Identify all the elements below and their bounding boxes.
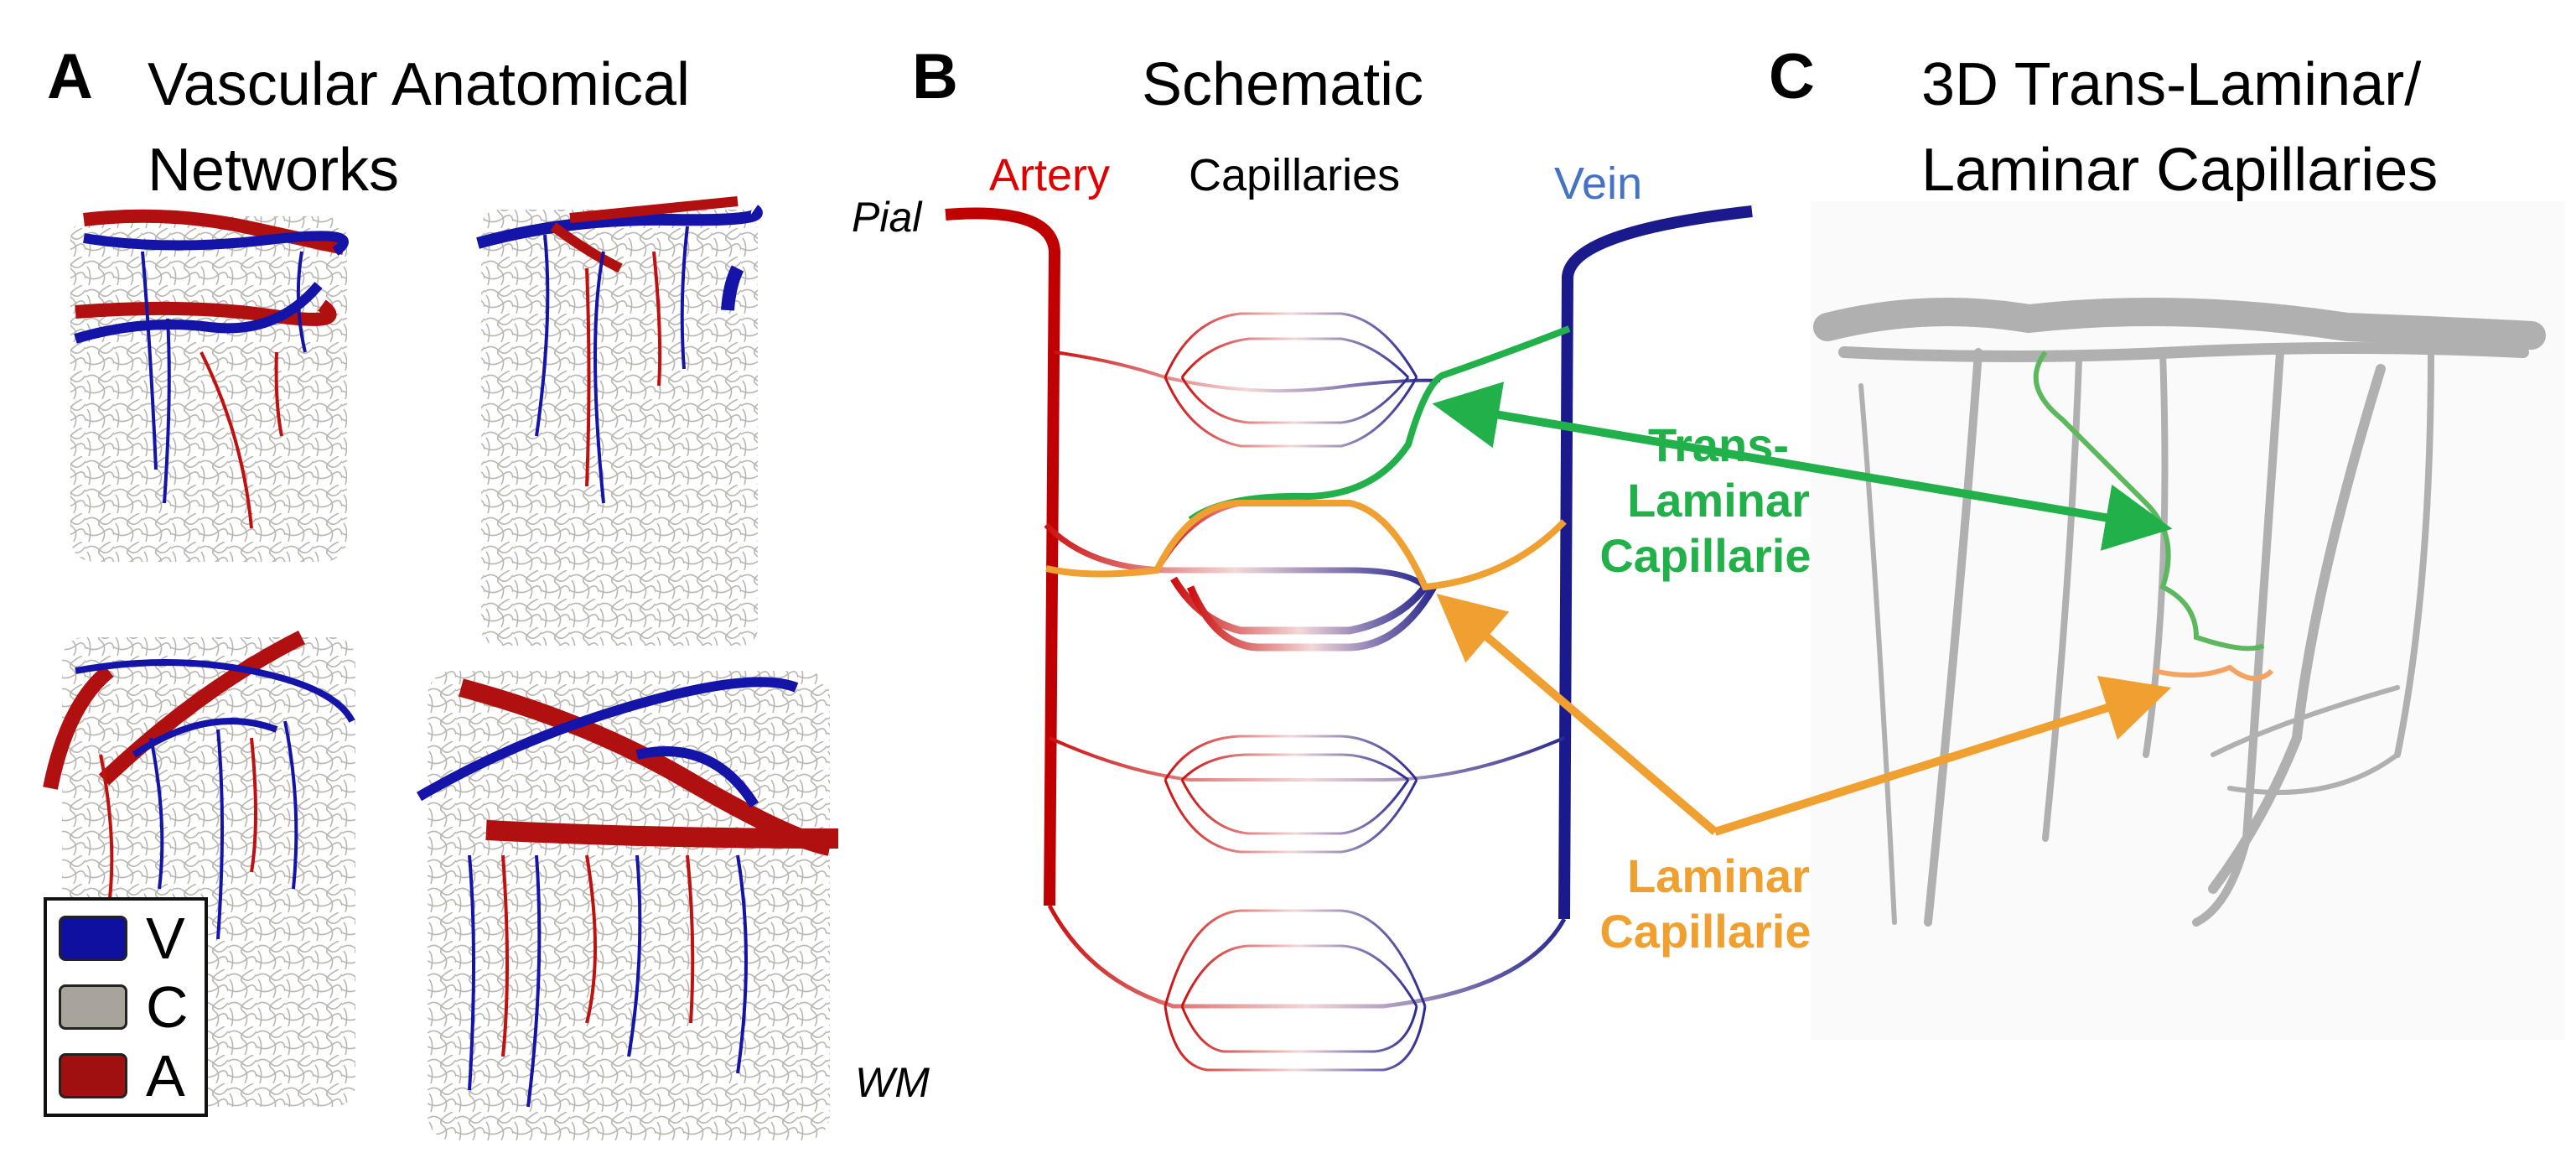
legend-code-artery: A xyxy=(146,1043,185,1109)
laminar-line2: Capillaries xyxy=(1599,905,1837,958)
panel-a-letter: A xyxy=(47,41,93,112)
vein-vessel xyxy=(1558,205,1753,920)
laminar-path-3d xyxy=(2154,664,2274,681)
vascular-legend: V C A xyxy=(44,897,208,1117)
wm-label: WM xyxy=(855,1059,930,1106)
panel-a-title-line2: Networks xyxy=(148,137,400,204)
legend-row-vein: V xyxy=(59,906,201,971)
vein-label: Vein xyxy=(1554,158,1643,209)
artery-label: Artery xyxy=(989,150,1111,200)
artery-vessel xyxy=(945,207,1061,906)
vascular-block-bottom-right xyxy=(416,671,839,1140)
panel-a-title-line1: Vascular Anatomical xyxy=(148,51,690,118)
capillary-level-4 xyxy=(1047,904,1567,1072)
legend-row-capillary: C xyxy=(59,974,201,1040)
capillary-level-3 xyxy=(1049,735,1565,854)
legend-code-capillary: C xyxy=(146,974,189,1040)
laminar-path-schematic xyxy=(1045,500,1567,591)
legend-swatch-vein xyxy=(59,916,127,961)
legend-code-vein: V xyxy=(146,906,185,971)
legend-row-artery: A xyxy=(59,1043,201,1109)
panel-b-letter: B xyxy=(912,41,958,112)
laminar-arrow-to-3d xyxy=(1713,675,2172,836)
laminar-line1: Laminar xyxy=(1627,849,1810,902)
capillary-level-1 xyxy=(1054,312,1441,448)
panel-c-title-line1: 3D Trans-Laminar/ xyxy=(1921,51,2422,118)
vascular-block-top-right xyxy=(476,196,763,646)
pial-label: Pial xyxy=(852,194,922,241)
laminar-arrow-to-schematic xyxy=(1436,594,1718,835)
panel-c-letter: C xyxy=(1769,41,1815,112)
vascular-block-top-left xyxy=(70,209,349,562)
trans-laminar-arrow xyxy=(1432,382,2173,551)
legend-swatch-artery xyxy=(59,1053,127,1098)
trans-laminar-path-schematic xyxy=(1188,325,1571,523)
legend-swatch-capillary xyxy=(59,984,127,1030)
panel-c-title-line2: Laminar Capillaries xyxy=(1921,137,2439,204)
laminar-label: Laminar Capillaries xyxy=(1576,849,1861,959)
panel-b-title: Schematic xyxy=(1142,51,1424,118)
capillaries-label: Capillaries xyxy=(1189,150,1401,200)
